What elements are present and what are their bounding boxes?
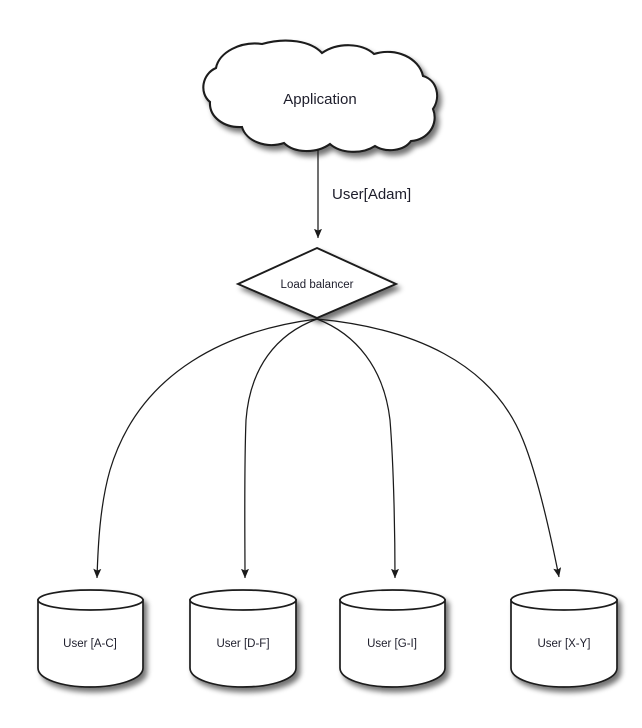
cloud-shape [202,39,439,153]
node-database-x-y[interactable] [510,589,618,688]
cylinder-body [189,599,297,688]
load-balancer-label: Load balancer [281,279,354,291]
database-label-x-y: User [X-Y] [537,638,590,650]
cylinder-body [37,599,144,688]
cylinder-top [510,589,618,611]
edge-lb-to-db-d-f [240,318,318,579]
node-database-d-f[interactable] [189,589,297,688]
edge-lb-to-db-g-i [316,318,399,579]
node-database-a-c[interactable] [37,589,144,688]
database-label-g-i: User [G-I] [367,638,417,650]
cylinder-body [339,599,446,688]
cylinder-top [37,589,144,611]
edge-label-user-adam: User[Adam] [332,186,411,203]
node-database-g-i[interactable] [339,589,446,688]
database-label-a-c: User [A-C] [63,638,117,650]
edge-lb-to-db-x-y [316,318,562,578]
node-cloud-application[interactable] [202,39,439,153]
cylinder-top [189,589,297,611]
database-label-d-f: User [D-F] [216,638,269,650]
edge-lb-to-db-a-c [93,318,318,579]
cloud-label: Application [283,91,356,108]
cylinder-top [339,589,446,611]
diamond-shape [235,246,399,320]
cylinder-body [510,599,618,688]
node-load-balancer[interactable] [235,246,399,320]
